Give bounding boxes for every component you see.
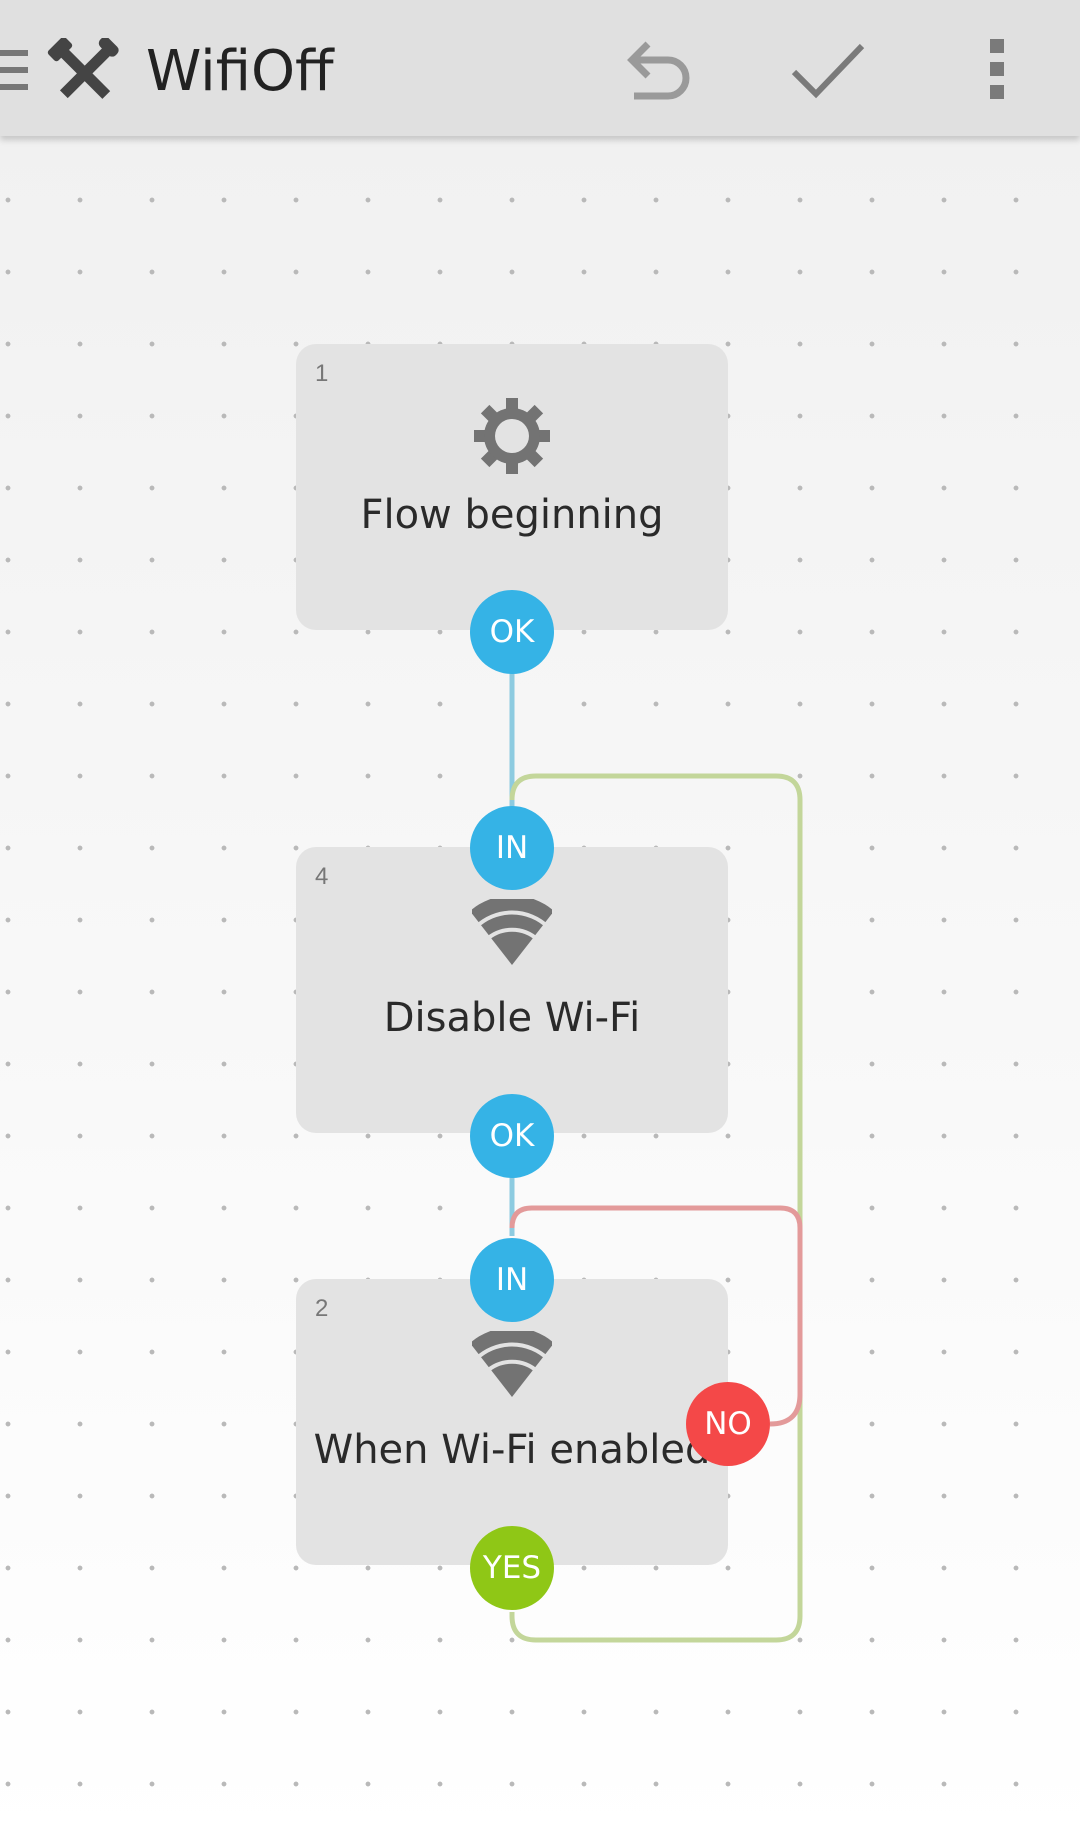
menu-icon[interactable] (0, 50, 28, 92)
node-disable-wifi[interactable]: 4 Disable Wi-Fi (296, 847, 728, 1133)
node-label: Disable Wi-Fi (383, 995, 641, 1041)
node-label: Flow beginning (360, 492, 664, 538)
check-icon[interactable] (786, 30, 866, 110)
link-yes-loop (509, 773, 803, 1643)
port-ok[interactable]: OK (470, 1094, 554, 1178)
node-id: 1 (315, 360, 329, 387)
node-when-wifi-enabled[interactable]: 2 When Wi-Fi enabled (296, 1279, 728, 1565)
link-no-loop (509, 1205, 803, 1427)
gear-icon (474, 398, 550, 474)
toolbar: WifiOff (0, 0, 1080, 136)
node-flow-beginning[interactable]: 1 Flow beginning (296, 344, 728, 630)
node-id: 4 (315, 863, 329, 890)
port-yes[interactable]: YES (470, 1526, 554, 1610)
port-in[interactable]: IN (470, 1238, 554, 1322)
port-ok[interactable]: OK (470, 590, 554, 674)
wifi-icon (472, 899, 552, 965)
node-id: 2 (315, 1295, 329, 1322)
wifi-icon (472, 1331, 552, 1397)
port-in[interactable]: IN (470, 806, 554, 890)
port-no[interactable]: NO (686, 1382, 770, 1466)
node-label: When Wi-Fi enabled (313, 1427, 711, 1473)
app-title: WifiOff (146, 39, 334, 104)
undo-icon[interactable] (620, 30, 700, 110)
tools-icon (47, 38, 119, 99)
more-vert-icon[interactable] (972, 30, 1022, 110)
